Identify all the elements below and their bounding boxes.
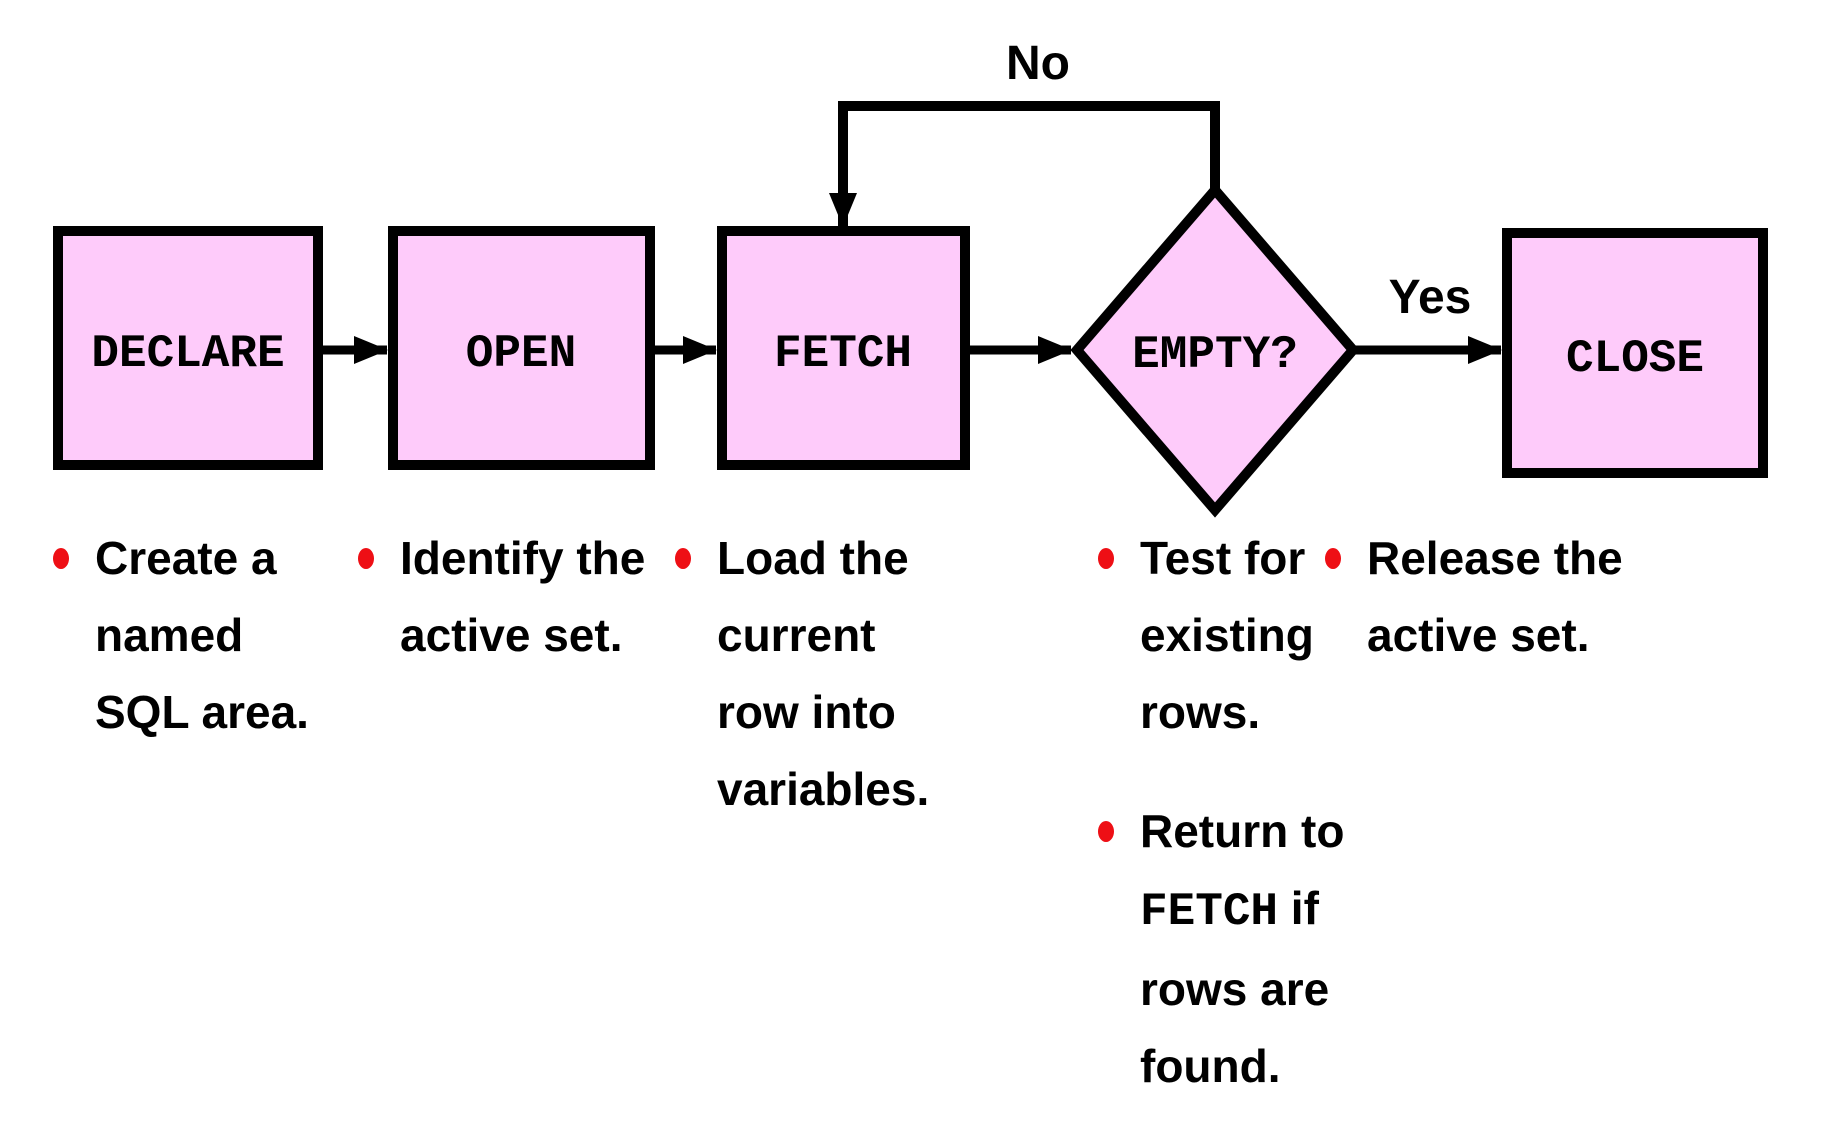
list-item: Return to FETCH if rows are found.: [1096, 793, 1416, 1105]
list-item: Release the active set.: [1323, 520, 1703, 674]
bullet-dot-icon: [1098, 548, 1114, 569]
empty-diamond: [1070, 182, 1360, 518]
fetch-keyword: FETCH: [1140, 886, 1279, 938]
note-text: Test for existing rows.: [1140, 532, 1314, 738]
notes-empty: Test for existing rows. Return to FETCH …: [1096, 520, 1416, 1105]
branch-label-yes: Yes: [1388, 271, 1472, 324]
empty-label: EMPTY?: [1132, 329, 1298, 381]
declare-box: [53, 226, 323, 470]
bullet-dot-icon: [358, 548, 374, 569]
list-item: Load the current row into variables.: [673, 520, 1003, 828]
note-text: Identify the active set.: [400, 532, 646, 661]
bullet-dot-icon: [1098, 821, 1114, 842]
open-box: [388, 226, 655, 470]
list-item: Identify the active set.: [356, 520, 686, 674]
notes-declare: Create a named SQL area.: [51, 520, 351, 751]
bullet-dot-icon: [53, 548, 69, 569]
note-text: Release the active set.: [1367, 532, 1623, 661]
close-box: [1502, 228, 1768, 478]
list-item: Test for existing rows.: [1096, 520, 1416, 751]
node-empty: EMPTY?: [1070, 182, 1360, 518]
node-declare: DECLARE: [53, 226, 323, 470]
branch-label-no: No: [1006, 37, 1070, 90]
note-text-segment: Return to: [1140, 805, 1345, 857]
node-open: OPEN: [388, 226, 655, 470]
list-item: Create a named SQL area.: [51, 520, 351, 751]
notes-close: Release the active set.: [1323, 520, 1703, 674]
close-label: CLOSE: [1566, 333, 1704, 385]
note-text: Return to FETCH if rows are found.: [1140, 793, 1344, 1105]
node-close: CLOSE: [1502, 228, 1768, 478]
notes-fetch: Load the current row into variables.: [673, 520, 1003, 828]
fetch-label: FETCH: [774, 328, 912, 380]
note-text: Create a named SQL area.: [95, 532, 309, 738]
notes-open: Identify the active set.: [356, 520, 686, 674]
node-fetch: FETCH: [717, 226, 970, 470]
fetch-box: [717, 226, 970, 470]
open-label: OPEN: [466, 328, 576, 380]
bullet-dot-icon: [1325, 548, 1341, 569]
arrow-no-loop: [829, 101, 1220, 227]
declare-label: DECLARE: [91, 328, 284, 380]
bullet-dot-icon: [675, 548, 691, 569]
note-text-segment: if rows are found.: [1140, 882, 1330, 1092]
note-text: Load the current row into variables.: [717, 532, 930, 815]
